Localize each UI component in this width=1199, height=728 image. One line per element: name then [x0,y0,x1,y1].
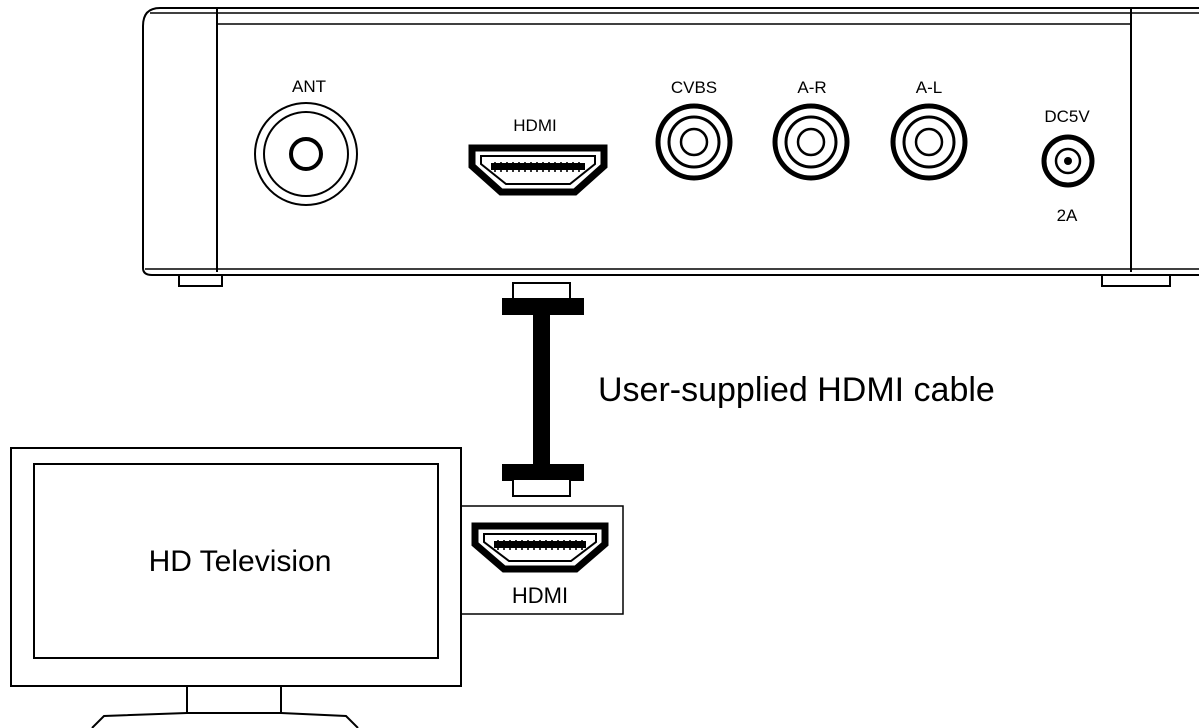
cvbs-label: CVBS [671,78,717,97]
hd-television [10,447,624,728]
tv-port-panel [460,505,624,615]
cable-top-plug [512,282,571,301]
cvbs-port [655,103,733,181]
cable-bottom-collar [502,464,584,481]
cable-top-collar [502,298,584,315]
box-outline [142,7,1199,276]
cable-bottom-plug [512,478,571,497]
dc-rating-label: 2A [1057,206,1078,225]
cable-label: User-supplied HDMI cable [598,371,995,409]
audio-right-port [772,103,850,181]
tv-stand-base [91,712,359,728]
box-foot-left [178,274,223,287]
dc-power-port [1041,134,1095,188]
box-hdmi-port [468,144,608,196]
tv-stand-neck [186,685,282,714]
dc-power-label: DC5V [1044,107,1090,126]
hdmi-cable [502,282,584,497]
tv-screen [33,463,439,659]
box-hdmi-label: HDMI [513,116,556,135]
cable-wire [533,313,550,466]
tv-hdmi-label: HDMI [512,583,568,608]
audio-right-label: A-R [797,78,826,97]
audio-left-port [890,103,968,181]
box-foot-right [1101,274,1171,287]
tv-label: HD Television [149,545,332,578]
ant-label: ANT [292,77,326,96]
audio-left-label: A-L [916,78,942,97]
set-top-box [142,7,1199,287]
tv-hdmi-port [471,522,609,573]
ant-port [254,102,358,206]
